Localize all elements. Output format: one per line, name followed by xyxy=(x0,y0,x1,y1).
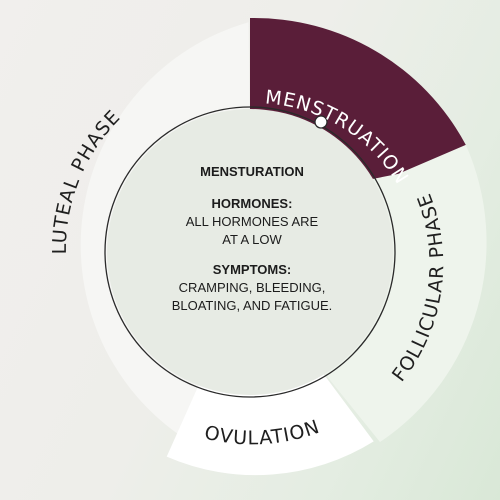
hormones-text-line-2: AT A LOW xyxy=(222,232,282,247)
follicular-phase-segment xyxy=(305,144,487,442)
phase-details: MENSTURATION HORMONES: ALL HORMONES ARE … xyxy=(140,163,364,315)
symptoms-text-line-2: BLOATING, AND FATIGUE. xyxy=(171,298,333,313)
symptoms-heading: SYMPTOMS: xyxy=(212,262,292,277)
inner-circle-outline xyxy=(104,106,396,398)
hormones-text-line-1: ALL HORMONES ARE xyxy=(185,214,319,229)
inner-circle xyxy=(107,109,393,395)
symptoms-text-line-1: CRAMPING, BLEEDING, xyxy=(178,280,326,295)
cycle-marker[interactable] xyxy=(314,115,328,129)
hormones-heading: HORMONES: xyxy=(211,196,293,211)
phase-title: MENSTURATION xyxy=(200,164,304,179)
